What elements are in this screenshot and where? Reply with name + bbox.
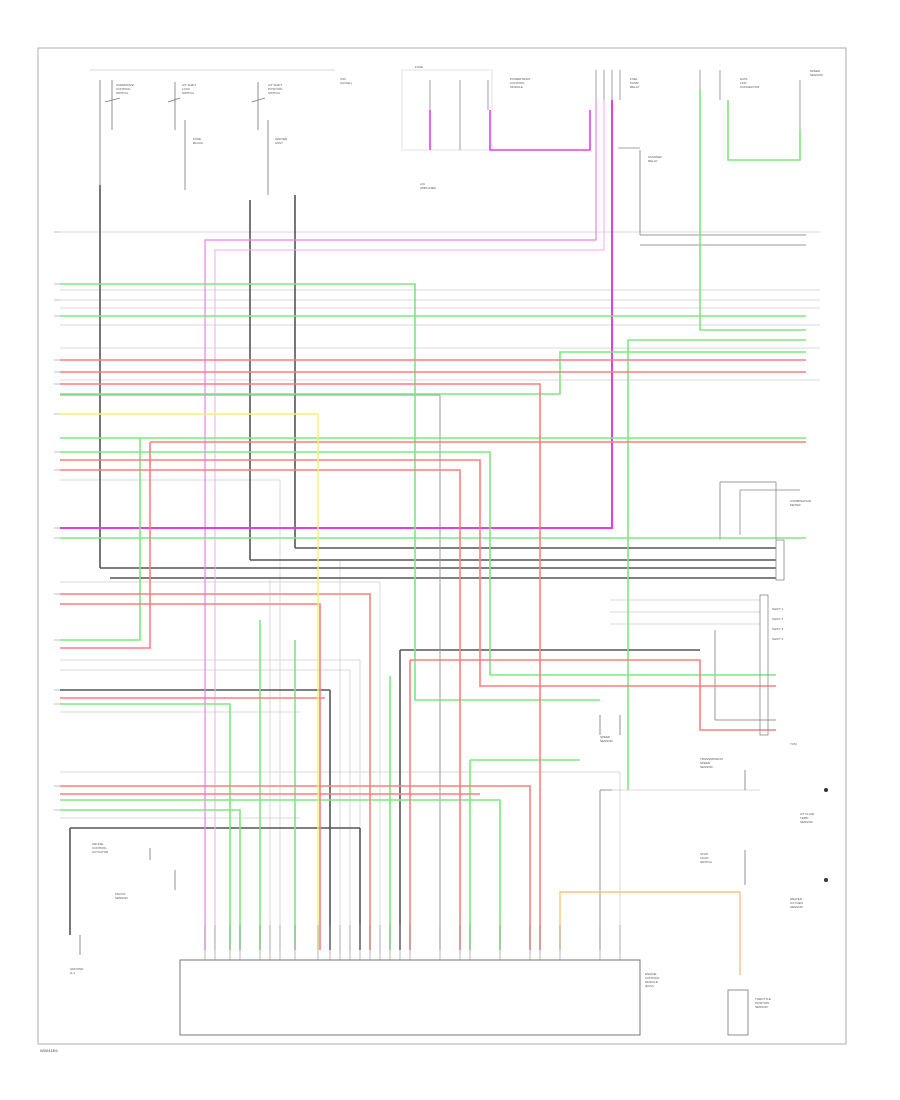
svg-text:CONTROL: CONTROL: [116, 87, 131, 91]
left-bottom-labels: CRUISE CONTROL ACTUATOR KNOCK SENSOR GRO…: [70, 842, 129, 975]
svg-text:SENSOR: SENSOR: [700, 765, 714, 769]
svg-text:FUEL: FUEL: [630, 77, 638, 81]
svg-text:SWITCH: SWITCH: [116, 91, 128, 95]
svg-text:IGNITER: IGNITER: [275, 137, 288, 141]
svg-text:TEMP: TEMP: [800, 816, 808, 820]
svg-text:SWITCH: SWITCH: [268, 91, 280, 95]
svg-text:LOCK: LOCK: [182, 87, 190, 91]
svg-text:HEATED: HEATED: [790, 897, 803, 901]
yellow-wire: [60, 413, 319, 950]
top-left-labels: OVERDRIVE CONTROL SWITCH A/T SHIFT LOCK …: [116, 77, 352, 145]
svg-text:A/T SHIFT: A/T SHIFT: [268, 83, 282, 87]
svg-text:LINK: LINK: [740, 81, 747, 85]
right-sensors: [599, 715, 749, 1036]
top-center-labels: FUSE POWERTRAIN CONTROL MODULE A/C AMPLI…: [415, 65, 530, 190]
top-switches: [90, 69, 335, 195]
svg-text:G-1: G-1: [70, 971, 75, 975]
right-side-labels: COMBINATION METER SHIFT 1 SHIFT 2 SHIFT …: [600, 499, 815, 1009]
svg-text:ACTUATOR: ACTUATOR: [92, 850, 109, 854]
dark-gray-wires: [60, 185, 776, 950]
svg-text:THROTTLE: THROTTLE: [755, 997, 771, 1001]
svg-text:POSITION: POSITION: [268, 87, 282, 91]
svg-text:SENSOR: SENSOR: [790, 905, 804, 909]
svg-text:CONNECTOR: CONNECTOR: [740, 85, 760, 89]
left-bottom-components: [79, 848, 176, 955]
ecm-label: ENGINE CONTROL MODULE (ECM): [645, 972, 660, 988]
svg-text:SPEED: SPEED: [810, 69, 821, 73]
svg-text:STOP: STOP: [700, 852, 708, 856]
svg-text:FUSE: FUSE: [193, 137, 201, 141]
svg-text:SENSOR: SENSOR: [810, 73, 824, 77]
svg-text:SWITCH: SWITCH: [182, 91, 194, 95]
svg-text:ASSY: ASSY: [275, 141, 283, 145]
svg-text:SENSOR: SENSOR: [800, 820, 814, 824]
svg-text:A/C: A/C: [420, 182, 426, 186]
svg-text:SHIFT 4: SHIFT 4: [772, 637, 783, 641]
svg-text:RELAY: RELAY: [648, 159, 658, 163]
svg-text:ENGINE: ENGINE: [645, 972, 657, 976]
svg-text:RELAY: RELAY: [630, 85, 640, 89]
svg-text:FUSE: FUSE: [415, 65, 423, 69]
svg-text:CONTROL: CONTROL: [510, 81, 525, 85]
svg-text:CONTROL: CONTROL: [92, 846, 107, 850]
ecm-pin-stubs: [204, 925, 621, 960]
svg-text:TCM: TCM: [790, 742, 797, 746]
red-wires: [60, 359, 806, 950]
svg-text:LIGHT: LIGHT: [700, 856, 709, 860]
left-connector-ticks: [54, 231, 60, 811]
svg-text:MODULE: MODULE: [645, 980, 658, 984]
orange-wire: [559, 891, 741, 975]
top-right-labels: FUEL PUMP RELAY DATA LINK CONNECTOR SPEE…: [630, 69, 824, 163]
svg-text:SHIFT 2: SHIFT 2: [772, 617, 783, 621]
svg-text:VSV: VSV: [340, 77, 346, 81]
svg-text:SENSOR: SENSOR: [115, 896, 129, 900]
footer-code: W0041E6: [40, 1048, 58, 1053]
svg-text:OVERDRIVE: OVERDRIVE: [116, 83, 134, 87]
diagram-frame: [37, 47, 847, 1045]
svg-text:SHIFT 3: SHIFT 3: [772, 627, 783, 631]
svg-text:PUMP: PUMP: [630, 81, 639, 85]
svg-text:SPEED: SPEED: [700, 761, 711, 765]
svg-text:TRANSMISSION: TRANSMISSION: [700, 757, 723, 761]
svg-text:GROUND: GROUND: [70, 967, 84, 971]
svg-text:CONTROL: CONTROL: [645, 976, 660, 980]
right-connector-block: [739, 482, 800, 736]
svg-text:OXYGEN: OXYGEN: [790, 901, 803, 905]
svg-text:MODULE: MODULE: [510, 85, 523, 89]
svg-text:AMPLIFIER: AMPLIFIER: [420, 186, 437, 190]
pink-wires: [60, 100, 613, 950]
svg-text:POSITION: POSITION: [755, 1001, 769, 1005]
svg-text:SPEED: SPEED: [600, 735, 611, 739]
svg-text:SHIFT 1: SHIFT 1: [772, 607, 783, 611]
top-right-components: [595, 70, 801, 149]
top-center-component: [401, 69, 493, 151]
svg-text:SWITCH: SWITCH: [700, 860, 712, 864]
green-wires: [60, 90, 806, 950]
svg-text:(ACCEL): (ACCEL): [340, 81, 352, 85]
svg-text:(ECM): (ECM): [645, 984, 654, 988]
svg-text:A/T SHIFT: A/T SHIFT: [182, 83, 196, 87]
svg-text:A/T FLUID: A/T FLUID: [800, 812, 815, 816]
svg-text:POWERTRAIN: POWERTRAIN: [510, 77, 530, 81]
ground-dot-1: [824, 788, 828, 792]
svg-text:COMBINATION: COMBINATION: [790, 499, 811, 503]
svg-text:BLOCK: BLOCK: [193, 141, 203, 145]
svg-text:SENSOR: SENSOR: [755, 1005, 769, 1009]
svg-text:CRUISE: CRUISE: [92, 842, 103, 846]
svg-text:DATA: DATA: [740, 77, 748, 81]
gray-wires: [60, 150, 806, 950]
svg-text:SENSOR: SENSOR: [600, 739, 614, 743]
svg-text:KNOCK: KNOCK: [115, 892, 126, 896]
ground-dot-2: [824, 878, 828, 882]
ecm-connector-block: [179, 959, 641, 1036]
svg-text:STARTER: STARTER: [648, 155, 663, 159]
svg-text:METER: METER: [790, 503, 801, 507]
